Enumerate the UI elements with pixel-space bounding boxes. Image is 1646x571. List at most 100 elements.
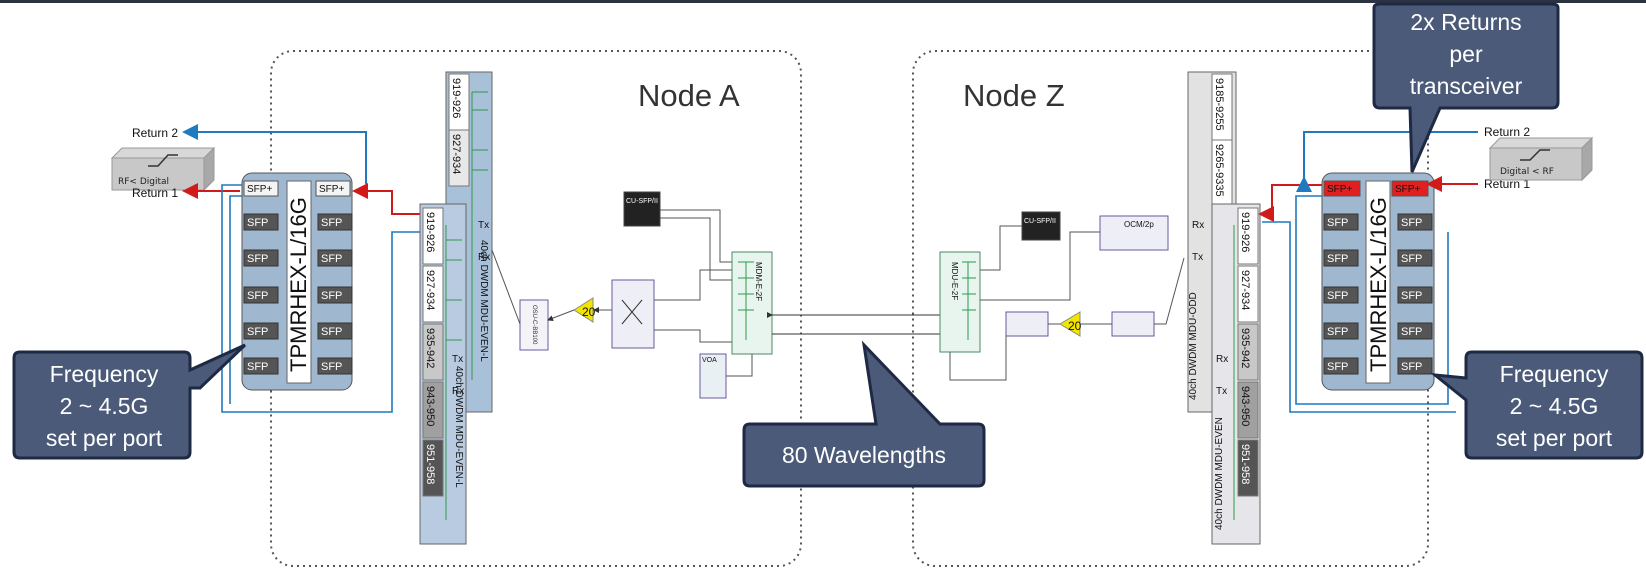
converter-left-label: RF< Digital: [118, 177, 169, 187]
left-red-link: [352, 183, 420, 215]
left-sfp-port-label: SFP: [247, 217, 268, 229]
left-sfp-port-label: SFP: [247, 253, 268, 265]
left-blue-wire: [221, 184, 420, 413]
left-inner-band-block: [422, 381, 444, 439]
left-sfp-port: [317, 249, 353, 267]
top-border: [0, 0, 1646, 3]
mdm-right-label: MDU-E-2F: [950, 262, 959, 300]
switch-box: [611, 279, 655, 349]
callout-returns: 2x Returns per transceiver: [1372, 2, 1560, 173]
node-a-title: Node A: [638, 78, 740, 113]
left-inner-tx: Tx: [452, 354, 463, 365]
callout-returns-line1: 2x Returns: [1410, 9, 1521, 35]
left-sfp-port-label: SFP: [321, 290, 342, 302]
right-sfp-port: [1323, 286, 1359, 304]
osu-label: OSU-C-BB100: [531, 305, 537, 345]
callout-wavelengths: 80 Wavelengths: [742, 340, 986, 488]
digital-rf-converter: Digital < RF: [1488, 136, 1594, 182]
callout-frequency-right-line3: set per port: [1496, 425, 1613, 451]
callout-returns-line2: per: [1449, 41, 1483, 67]
right-inner-band-block: [1237, 207, 1259, 265]
left-inner-band-block: [422, 439, 444, 497]
callout-frequency-right-line1: Frequency: [1500, 361, 1609, 387]
right-amp-gain: 20: [1068, 319, 1082, 333]
left-sfp-port: [243, 249, 279, 267]
converter-right-label: Digital < RF: [1500, 167, 1554, 177]
left-sfp-port: [243, 357, 279, 375]
right-inner-band-label: 919-926: [1239, 212, 1251, 252]
right-sfp-port: [1397, 213, 1433, 231]
left-sfp-port: [317, 322, 353, 340]
mdm-right-box: [939, 251, 981, 353]
rf-digital-converter: RF< Digital: [110, 146, 216, 192]
left-sfp-port-label: SFP: [247, 361, 268, 373]
ocm-label: OCM/2p: [1124, 220, 1154, 229]
left-inner-label: 40ch DWDM MDU-EVEN-L: [453, 366, 464, 488]
left-sfp-port: [317, 286, 353, 304]
right-sfp-port-label: SFP: [1327, 290, 1348, 302]
right-sfp-port-label: SFP: [1327, 217, 1348, 229]
left-inner-band-label: 919-926: [424, 212, 436, 252]
callout-frequency-left: Frequency 2 ~ 4.5G set per port: [12, 343, 247, 460]
right-sfp-port: [1397, 286, 1433, 304]
right-sfp-plus-a: [1323, 180, 1361, 197]
left-sfp-port: [243, 213, 279, 231]
right-sfp-port-label: SFP: [1401, 361, 1422, 373]
callout-frequency-left-line2: 2 ~ 4.5G: [60, 393, 149, 419]
left-sfp-port-label: SFP: [247, 290, 268, 302]
right-blue-wire: [1295, 195, 1449, 405]
mdm-left-label: MDM-E-2F: [754, 262, 763, 301]
right-sfp-port: [1323, 357, 1359, 375]
node-a-optics: OSU-C-BB100 20 CU-SFP/II VOA MDM-E-2F: [491, 191, 773, 399]
left-inner-rx: Rx: [452, 386, 464, 397]
left-outer-band-2: 927-934: [450, 134, 462, 174]
right-sfp-port-label: SFP: [1401, 217, 1422, 229]
callout-frequency-left-line3: set per port: [46, 425, 163, 451]
left-sfp-port: [317, 213, 353, 231]
left-inner-band-block: [422, 265, 444, 323]
right-sfp-port-label: SFP: [1401, 253, 1422, 265]
right-inner-label: 40ch DWDM MDU-EVEN: [1214, 417, 1225, 530]
cu-sfp-left: [623, 191, 661, 227]
voa-box: [699, 353, 727, 399]
left-sfp-plus-a: [243, 180, 279, 197]
left-sfp-port-label: SFP: [321, 217, 342, 229]
right-inner-band-label: 951-958: [1239, 444, 1251, 484]
right-inner-band-label: 935-942: [1239, 328, 1251, 368]
right-inner-tx: Tx: [1216, 386, 1227, 397]
right-outer-label: 40ch DWDM MDU-ODD: [1188, 292, 1199, 400]
right-outer-band-2: 9265-9335: [1213, 144, 1225, 197]
right-outer-rx: Rx: [1192, 220, 1204, 231]
right-inner-band-block: [1237, 323, 1259, 381]
right-sfp-port-label: SFP: [1327, 326, 1348, 338]
left-outer-tx: Tx: [478, 220, 489, 231]
left-sfp-port: [243, 286, 279, 304]
right-sfp-plus-b-label: SFP+: [1395, 184, 1420, 195]
left-inner-band-label: 927-934: [424, 270, 436, 310]
left-sfp-plus-b-label: SFP+: [319, 184, 344, 195]
right-sfp-port: [1397, 322, 1433, 340]
right-sfp-port-label: SFP: [1327, 253, 1348, 265]
callout-returns-line3: transceiver: [1410, 73, 1523, 99]
right-inner-band-block: [1237, 439, 1259, 497]
callout-frequency-right: Frequency 2 ~ 4.5G set per port: [1430, 350, 1644, 460]
right-sfp-port-label: SFP: [1401, 326, 1422, 338]
right-coupler-2: [1111, 311, 1155, 337]
right-sfp-port: [1323, 322, 1359, 340]
right-inner-band-block: [1237, 381, 1259, 439]
right-sfp-port-label: SFP: [1401, 290, 1422, 302]
left-return1-label: Return 1: [132, 186, 178, 200]
right-sfp-plus-a-label: SFP+: [1327, 184, 1352, 195]
left-outer-rx: Rx: [478, 252, 490, 263]
right-return2-label: Return 2: [1484, 125, 1530, 139]
right-blue-wire-2: [1262, 221, 1456, 413]
left-sfp-port-label: SFP: [247, 326, 268, 338]
node-z-optics: MDU-E-2F CU-SFP/II OCM/2p 20: [939, 211, 1185, 381]
right-transceiver-model: TPMRHEX-L/16G: [1366, 197, 1391, 372]
left-sfp-port-label: SFP: [321, 326, 342, 338]
node-z-title: Node Z: [963, 78, 1065, 113]
right-outer-band-1: 9185-9255: [1213, 78, 1225, 131]
